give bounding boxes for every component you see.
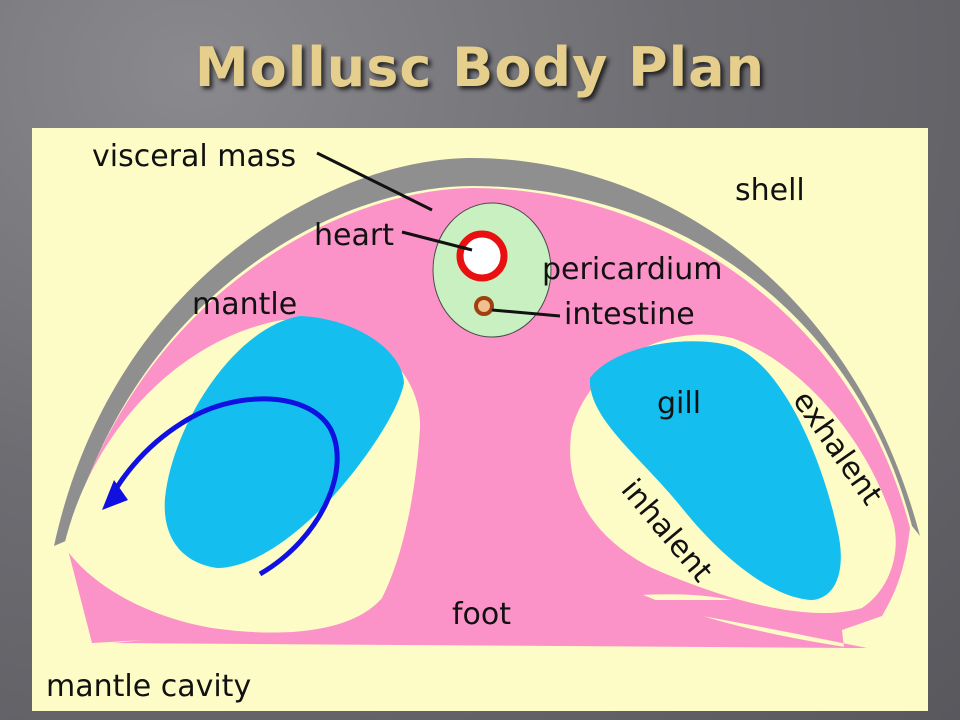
label-intestine: intestine bbox=[564, 297, 695, 332]
label-pericardium: pericardium bbox=[542, 252, 722, 287]
label-gill: gill bbox=[657, 386, 701, 421]
label-visceral-mass: visceral mass bbox=[92, 139, 296, 174]
label-foot: foot bbox=[452, 597, 511, 632]
arrowhead-icon bbox=[102, 480, 128, 510]
label-shell: shell bbox=[735, 173, 805, 208]
label-mantle: mantle bbox=[192, 287, 297, 322]
intestine bbox=[474, 296, 494, 316]
diagram-canvas: visceral mass shell heart pericardium in… bbox=[32, 128, 928, 711]
heart-leader bbox=[401, 230, 473, 252]
water-flow-arrow bbox=[104, 396, 340, 577]
right-gill bbox=[589, 341, 841, 600]
slide-title: Mollusc Body Plan bbox=[194, 36, 766, 99]
label-heart: heart bbox=[314, 218, 394, 253]
label-mantle-cavity: mantle cavity bbox=[46, 669, 251, 704]
left-gill bbox=[164, 316, 404, 568]
heart bbox=[456, 230, 508, 282]
visceral-mass-leader bbox=[316, 151, 433, 212]
intestine-leader bbox=[491, 308, 561, 318]
mollusc-diagram: visceral mass shell heart pericardium in… bbox=[32, 128, 928, 711]
